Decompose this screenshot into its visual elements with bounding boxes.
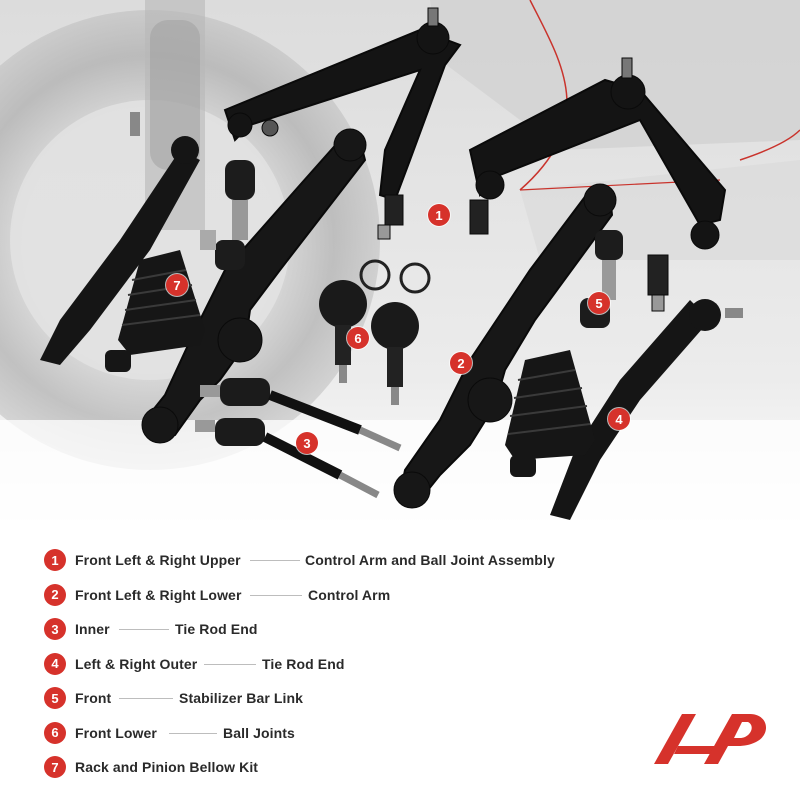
- legend-detail: Ball Joints: [223, 724, 295, 741]
- legend-divider: [119, 629, 169, 631]
- bellow-boot-right: [505, 350, 595, 477]
- a-premium-logo-icon: [652, 708, 772, 766]
- stabilizer-link-left: [200, 160, 255, 270]
- parts-legend: 1 Front Left & Right Upper Control Arm a…: [44, 543, 664, 785]
- legend-number: 4: [44, 652, 66, 675]
- callout-6: 6: [347, 327, 369, 349]
- lower-control-arm-left: [141, 128, 367, 444]
- legend-divider: [204, 663, 256, 665]
- legend-detail: Tie Rod End: [175, 621, 258, 638]
- outer-tie-rod-left: [40, 112, 200, 365]
- legend-label: Front Left & Right Upper: [75, 552, 241, 569]
- outer-tie-rod-right: [550, 299, 743, 520]
- legend-detail: Control Arm and Ball Joint Assembly: [305, 552, 555, 569]
- legend-number: 3: [44, 618, 66, 641]
- legend-detail: Stabilizer Bar Link: [179, 690, 304, 707]
- callout-3: 3: [296, 432, 318, 454]
- inner-tie-rods: [195, 378, 402, 499]
- legend-row: 7 Rack and Pinion Bellow Kit: [44, 750, 664, 785]
- lower-control-arm-right: [393, 183, 617, 509]
- callout-7: 7: [166, 274, 188, 296]
- legend-number: 7: [44, 756, 66, 779]
- legend-label: Rack and Pinion Bellow Kit: [75, 759, 259, 776]
- legend-label: Front Left & Right Lower: [75, 586, 242, 603]
- legend-divider: [119, 698, 173, 700]
- legend-number: 2: [44, 583, 66, 606]
- legend-label: Front: [75, 690, 112, 707]
- legend-row: 6 Front Lower Ball Joints: [44, 716, 664, 751]
- callout-1: 1: [428, 204, 450, 226]
- legend-label: Inner: [75, 621, 110, 638]
- callout-2: 2: [450, 352, 472, 374]
- legend-row: 1 Front Left & Right Upper Control Arm a…: [44, 543, 664, 578]
- legend-divider: [250, 594, 302, 596]
- legend-row: 5 Front Stabilizer Bar Link: [44, 681, 664, 716]
- ball-joints: [319, 259, 431, 405]
- callout-4: 4: [608, 408, 630, 430]
- upper-control-arm-left: [223, 7, 462, 240]
- legend-label: Front Lower: [75, 724, 157, 741]
- legend-number: 6: [44, 721, 66, 744]
- legend-detail: Tie Rod End: [262, 655, 345, 672]
- legend-number: 1: [44, 549, 66, 572]
- legend-detail: Control Arm: [308, 586, 391, 603]
- callout-5: 5: [588, 292, 610, 314]
- legend-row: 4 Left & Right Outer Tie Rod End: [44, 647, 664, 682]
- legend-number: 5: [44, 687, 66, 710]
- legend-row: 3 Inner Tie Rod End: [44, 612, 664, 647]
- upper-control-arm-right: [468, 57, 727, 312]
- legend-divider: [169, 732, 217, 734]
- product-photo: 1 2 3 4 5 6 7: [0, 0, 800, 540]
- product-illustration: [0, 0, 800, 540]
- legend-row: 2 Front Left & Right Lower Control Arm: [44, 578, 664, 613]
- legend-label: Left & Right Outer: [75, 655, 198, 672]
- legend-divider: [250, 560, 300, 562]
